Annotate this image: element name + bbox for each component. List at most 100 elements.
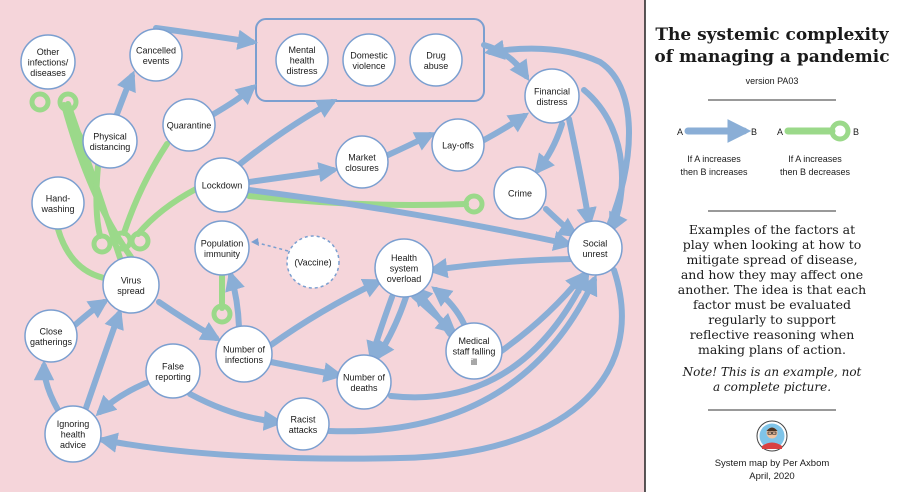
increase-arrow-ignoring-health-advice-to-close-gatherings (33, 359, 61, 413)
increase-arrow-lockdown-to-social-unrest (246, 187, 574, 251)
node-label: False (162, 361, 184, 371)
legend-increase-a: A (677, 127, 683, 137)
increase-arrow-number-of-infections-to-population-immunity (225, 270, 245, 330)
node-circle (342, 33, 396, 87)
node-label: gatherings (30, 337, 73, 347)
legend-description-line-7: regularly to support (708, 312, 835, 327)
node-circle (162, 98, 216, 152)
legend-description-line-5: another. The idea is that each (678, 282, 866, 297)
increase-arrow-false-reporting-to-ignoring-health-advice (95, 380, 149, 417)
legend-description-line-4: and how they may affect one (681, 267, 863, 282)
increase-arrow-lockdown-to-market-closures (246, 162, 340, 185)
increase-arrow-racist-attacks-to-social-unrest (326, 274, 598, 435)
node-circle (20, 34, 76, 90)
node-circle (194, 157, 250, 213)
legend-description-line-8: reflective reasoning when (690, 327, 855, 342)
increase-arrow-financial-distress-to-social-unrest-outer (581, 87, 628, 234)
node-label: Financial (534, 86, 570, 96)
legend-decrease-end-ring (829, 120, 851, 142)
legend-increase-text-1: If A increases (687, 154, 741, 164)
increase-arrow-number-of-infections-to-health-system-overload (268, 279, 384, 348)
node-label: system (390, 264, 419, 274)
node-label: Medical (458, 336, 489, 346)
legend-title-line-2: of managing a pandemic (654, 47, 889, 67)
legend-title-line-1: The systemic complexity (655, 25, 889, 45)
legend: The systemic complexity of managing a pa… (654, 25, 889, 482)
node-circle (567, 220, 623, 276)
node-circle (431, 118, 485, 172)
node-circle (286, 235, 340, 289)
legend-decrease-text-2: then B decreases (780, 167, 851, 177)
legend-description-line-1: Examples of the factors at (689, 222, 855, 237)
legend-description-line-3: mitigate spread of disease, (686, 252, 857, 267)
legend-increase-text-2: then B increases (680, 167, 748, 177)
node-circle (374, 238, 434, 298)
increase-arrow-quarantine-to-mental-health (209, 84, 257, 118)
legend-decrease-text-1: If A increases (788, 154, 842, 164)
node-label: Lay-offs (442, 141, 474, 151)
legend-credit-line-2: April, 2020 (749, 471, 794, 482)
node-circle (335, 135, 389, 189)
node-label: ill (471, 357, 477, 367)
legend-note-line-1: Note! This is an example, not (682, 365, 862, 379)
node-label: Mental (288, 45, 315, 55)
node-label: reporting (155, 372, 191, 382)
node-label: health (290, 56, 315, 66)
legend-credit-line-1: System map by Per Axbom (715, 458, 830, 469)
node-circle (129, 28, 183, 82)
increase-arrow-number-of-deaths-to-social-unrest (388, 270, 589, 401)
vaccine-arrowhead (251, 238, 259, 246)
decrease-ring-physical-distancing-to-virus-spread (91, 233, 113, 255)
decrease-link-quarantine-to-virus-spread (121, 141, 170, 236)
increase-arrow-market-closures-to-lay-offs (385, 132, 436, 158)
node-label: closures (345, 163, 379, 173)
node-circle (82, 113, 138, 169)
node-circle (493, 166, 547, 220)
increase-arrow-lockdown-to-mental-health (237, 99, 338, 167)
node-label: Market (348, 152, 376, 162)
node-label: Racist (290, 414, 316, 424)
node-label: spread (117, 286, 145, 296)
node-label: abuse (424, 61, 449, 71)
node-label: Domestic (350, 50, 388, 60)
node-label: infections/ (28, 58, 69, 68)
node-label: distancing (90, 142, 131, 152)
node-label: Virus (121, 275, 142, 285)
node-label: Social (583, 238, 608, 248)
node-vaccine: (Vaccine) (286, 235, 340, 289)
decrease-link-physical-distancing-to-virus-spread (93, 163, 103, 239)
node-label: health (61, 430, 86, 440)
node-label: attacks (289, 425, 318, 435)
node-label: Other (37, 47, 60, 57)
node-label: immunity (204, 249, 241, 259)
node-label: Quarantine (167, 121, 212, 131)
node-label: Health (391, 253, 417, 263)
node-label: diseases (30, 68, 66, 78)
increase-arrow-false-reporting-to-racist-attacks (187, 391, 285, 431)
node-label: Cancelled (136, 45, 176, 55)
edges (29, 25, 632, 462)
node-circle (102, 256, 160, 314)
node-label: overload (387, 274, 422, 284)
node-label: Close (39, 326, 62, 336)
node-crime: Crime (493, 166, 547, 220)
node-label: Crime (508, 189, 532, 199)
node-label: unrest (582, 249, 608, 259)
decrease-ring-lockdown-to-virus-spread (129, 230, 151, 252)
node-label: Physical (93, 131, 127, 141)
increase-arrow-social-unrest-to-health-system-overload (426, 256, 575, 279)
author-avatar (756, 420, 788, 452)
decrease-ring-population-immunity-to-number-of-infections (211, 303, 233, 325)
decrease-ring-virus-spread-to-other-infections (29, 91, 51, 113)
node-label: violence (352, 61, 385, 71)
nodes: Otherinfections/diseasesCancelledeventsM… (20, 28, 623, 463)
